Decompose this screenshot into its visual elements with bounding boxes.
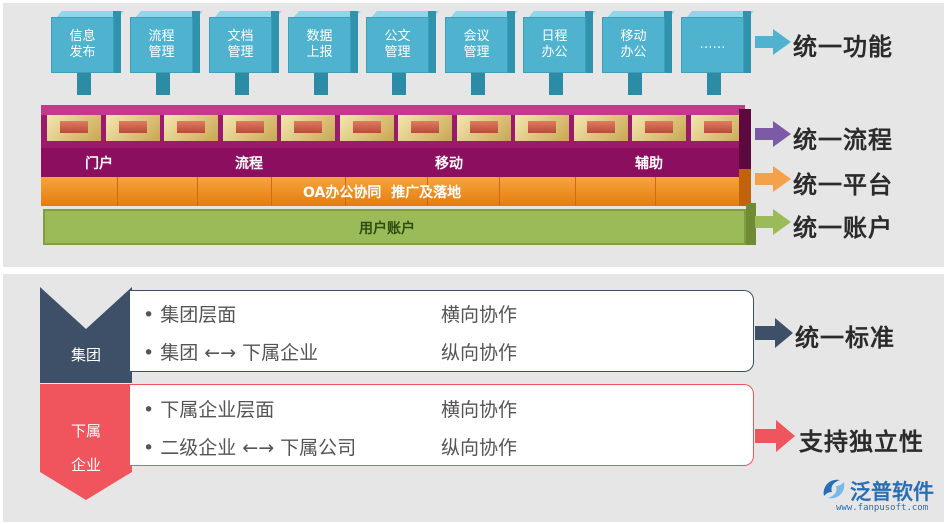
arrow-function-icon bbox=[755, 29, 791, 55]
group-row-1-coop: 横向协作 bbox=[441, 304, 518, 326]
process-seg-aux: 辅助 bbox=[635, 156, 663, 172]
function-cube-post bbox=[235, 73, 249, 95]
function-cube-side bbox=[743, 11, 751, 73]
function-cube-side bbox=[664, 11, 672, 73]
function-cube-post bbox=[77, 73, 91, 95]
label-unified-function: 统一功能 bbox=[793, 33, 893, 61]
account-bar bbox=[43, 209, 746, 245]
process-slot bbox=[222, 115, 277, 141]
process-seg-flow: 流程 bbox=[235, 156, 263, 172]
function-cube-0: 信息 发布 bbox=[51, 17, 114, 73]
label-unified-account: 统一账户 bbox=[793, 214, 893, 242]
subsidiary-tag-line2: 企业 bbox=[71, 456, 102, 474]
function-cube-7: 移动 办公 bbox=[602, 17, 665, 73]
group-tag: 集团 bbox=[71, 346, 102, 364]
function-cube-post bbox=[314, 73, 328, 95]
function-cube-side bbox=[507, 11, 515, 73]
account-bar-label: 用户账户 bbox=[359, 221, 415, 237]
subsidiary-tag-line1: 下属 bbox=[71, 422, 102, 440]
architecture-panel: 信息 发布流程 管理文档 管理数据 上报公文 管理会议 管理日程 办公移动 办公… bbox=[3, 3, 944, 267]
subsidiary-row-1: • 下属企业层面 bbox=[143, 399, 275, 421]
process-seg-mobile: 移动 bbox=[435, 156, 463, 172]
arrow-independent-icon bbox=[755, 420, 795, 452]
function-cube-side bbox=[350, 11, 358, 73]
process-seg-portal: 门户 bbox=[85, 156, 113, 172]
function-cube-post bbox=[392, 73, 406, 95]
process-slot bbox=[690, 115, 745, 141]
arrow-account-icon bbox=[755, 209, 791, 235]
function-cube-post bbox=[549, 73, 563, 95]
logo-name: 泛普软件 bbox=[850, 480, 934, 504]
function-cube-post bbox=[628, 73, 642, 95]
process-bar-side bbox=[739, 109, 751, 179]
process-slot bbox=[164, 115, 218, 141]
function-cube-5: 会议 管理 bbox=[445, 17, 508, 73]
brand-logo: 泛普软件 www.fanpusoft.com bbox=[820, 474, 944, 518]
subsidiary-row-2-coop: 纵向协作 bbox=[441, 437, 518, 459]
function-cube-1: 流程 管理 bbox=[130, 17, 193, 73]
group-chevron bbox=[40, 287, 132, 383]
arrow-standard-icon bbox=[755, 318, 793, 348]
function-cube-side bbox=[428, 11, 436, 73]
subsidiary-row-2: • 二级企业 ←→ 下属公司 bbox=[143, 437, 357, 459]
logo-url: www.fanpusoft.com bbox=[836, 503, 929, 513]
function-cube-post bbox=[471, 73, 485, 95]
label-unified-standard: 统一标准 bbox=[795, 324, 895, 352]
label-support-independence: 支持独立性 bbox=[799, 428, 924, 456]
function-cube-side bbox=[113, 11, 121, 73]
process-slot bbox=[398, 115, 452, 141]
arrow-process-icon bbox=[755, 121, 791, 147]
process-slot bbox=[47, 115, 101, 141]
platform-bar bbox=[41, 177, 739, 206]
function-cube-2: 文档 管理 bbox=[209, 17, 272, 73]
group-row-1: • 集团层面 bbox=[143, 304, 237, 326]
group-row-2: • 集团 ←→ 下属企业 bbox=[143, 342, 319, 364]
function-cube-post bbox=[156, 73, 170, 95]
process-slot bbox=[105, 115, 160, 141]
function-cube-side bbox=[192, 11, 200, 73]
process-slot bbox=[281, 115, 335, 141]
process-slot bbox=[456, 115, 511, 141]
function-cube-4: 公文 管理 bbox=[366, 17, 429, 73]
function-cube-3: 数据 上报 bbox=[288, 17, 351, 73]
process-bar bbox=[41, 148, 739, 178]
organization-panel: 集团 • 集团层面 横向协作 • 集团 ←→ 下属企业 纵向协作 统一标准 下属… bbox=[3, 274, 944, 522]
label-unified-platform: 统一平台 bbox=[793, 171, 893, 199]
function-cube-side bbox=[271, 11, 279, 73]
subsidiary-box bbox=[130, 384, 754, 466]
process-slot bbox=[515, 115, 569, 141]
platform-bar-label: OA办公协同 推广及落地 bbox=[303, 185, 462, 201]
label-unified-process: 统一流程 bbox=[793, 126, 893, 154]
process-slot bbox=[573, 115, 628, 141]
process-slot bbox=[632, 115, 686, 141]
subsidiary-chevron bbox=[40, 384, 132, 500]
function-cube-post bbox=[707, 73, 721, 95]
function-cube-side bbox=[585, 11, 593, 73]
platform-bar-side bbox=[739, 169, 751, 206]
account-bar-side bbox=[746, 203, 756, 245]
function-cube-8: …… bbox=[681, 17, 744, 73]
group-box bbox=[130, 290, 754, 372]
process-slot bbox=[339, 115, 394, 141]
function-cube-6: 日程 办公 bbox=[523, 17, 586, 73]
subsidiary-row-1-coop: 横向协作 bbox=[441, 399, 518, 421]
arrow-platform-icon bbox=[755, 166, 791, 192]
logo-mark-icon bbox=[823, 479, 845, 499]
group-row-2-coop: 纵向协作 bbox=[441, 342, 518, 364]
